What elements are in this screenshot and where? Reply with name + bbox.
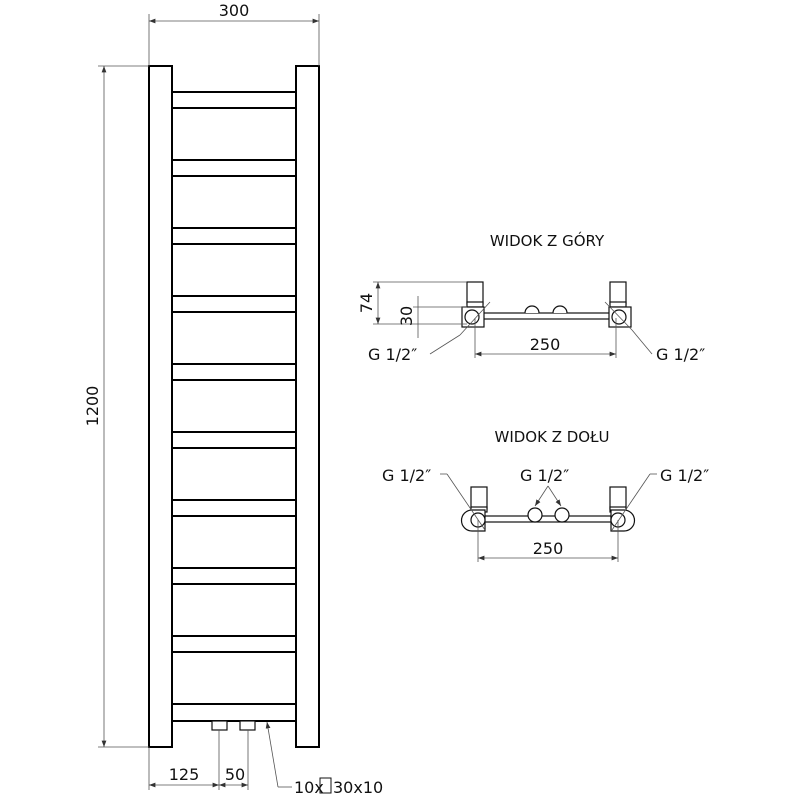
bars-profile-label: 30x10 — [333, 778, 383, 797]
bars-count-label: 10x — [294, 778, 324, 797]
offset-label: 125 — [169, 765, 200, 784]
bottom-view-title: WIDOK Z DOŁU — [494, 428, 609, 446]
top-left-thread-label: G 1/2″ — [368, 345, 417, 364]
connection-dimensions: 125 50 — [148, 730, 249, 790]
spacing-label: 50 — [225, 765, 245, 784]
left-rail — [148, 65, 173, 748]
rectangle-profile-icon — [319, 777, 332, 794]
bars-leader: 10x 30x10 — [265, 721, 383, 797]
top-view-title: WIDOK Z GÓRY — [490, 231, 605, 250]
axis-label: 30 — [397, 306, 416, 326]
bottom-view: WIDOK Z DOŁU 250 G 1/2″ G 1/2″ G 1/2″ — [382, 428, 709, 562]
right-rail — [295, 65, 320, 748]
width-label: 300 — [219, 1, 250, 20]
width-dimension: 300 — [148, 1, 320, 66]
connector-left — [211, 720, 228, 731]
bottom-right-thread-label: G 1/2″ — [660, 466, 709, 485]
depth-label: 74 — [357, 293, 376, 313]
height-label: 1200 — [83, 386, 102, 427]
top-view: WIDOK Z GÓRY 74 30 250 G 1/2″ — [357, 231, 705, 364]
bottom-spacing-label: 250 — [533, 539, 564, 558]
front-view: 300 1200 125 50 10x 30x10 — [83, 1, 383, 797]
connector-right — [239, 720, 256, 731]
bottom-center-thread-label: G 1/2″ — [520, 466, 569, 485]
top-spacing-label: 250 — [530, 335, 561, 354]
radiator-bars — [171, 91, 297, 722]
height-dimension: 1200 — [83, 65, 149, 748]
bottom-left-thread-label: G 1/2″ — [382, 466, 431, 485]
top-right-thread-label: G 1/2″ — [656, 345, 705, 364]
